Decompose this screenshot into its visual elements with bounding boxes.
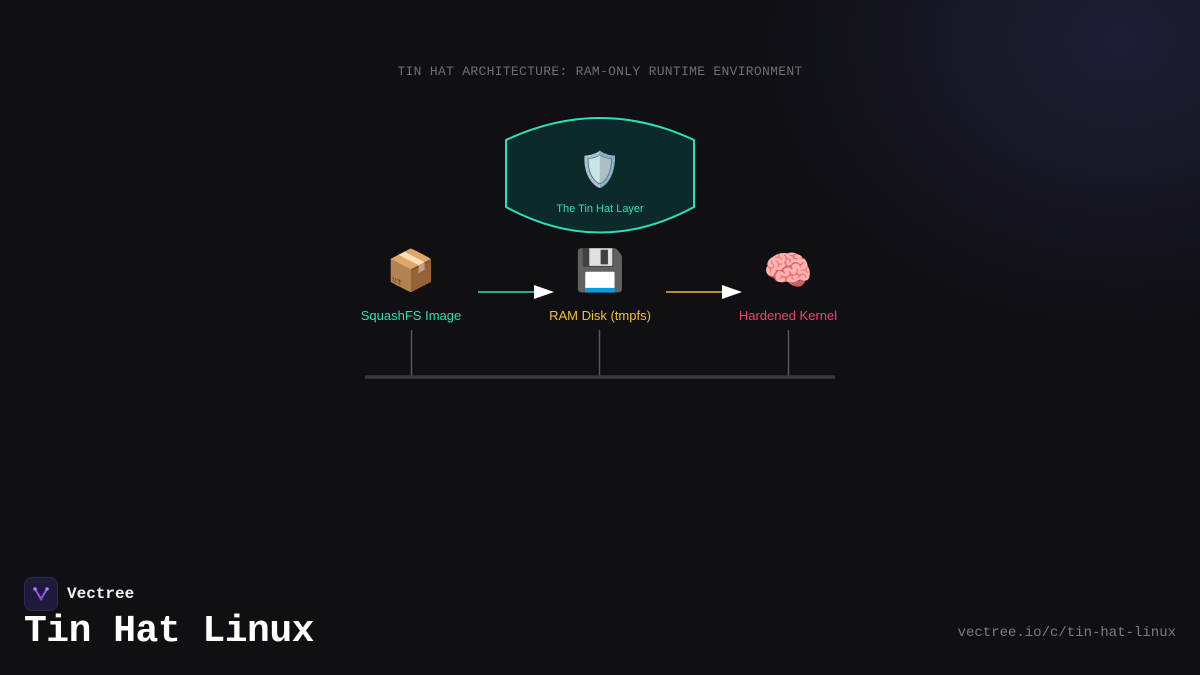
floppy-disk-icon: 💾 — [575, 247, 625, 293]
vectree-logo-icon — [24, 577, 58, 611]
shield-outline — [505, 117, 695, 234]
brand-name: Vectree — [67, 585, 135, 603]
node-hardened-kernel: 🧠 Hardened Kernel — [739, 249, 837, 323]
brain-icon: 🧠 — [763, 249, 813, 293]
node-label-ram-disk: RAM Disk (tmpfs) — [549, 308, 651, 323]
page-title: Tin Hat Linux — [24, 610, 314, 653]
tin-hat-layer-shield: 🛡️ The Tin Hat Layer — [505, 117, 695, 234]
shield-label: The Tin Hat Layer — [556, 203, 644, 215]
node-squashfs-image: 📦 SquashFS Image — [361, 247, 461, 323]
package-icon: 📦 — [386, 247, 436, 293]
node-label-kernel: Hardened Kernel — [739, 308, 837, 323]
node-label-squashfs: SquashFS Image — [361, 308, 461, 323]
connector-bus — [365, 330, 835, 379]
page-url[interactable]: vectree.io/c/tin-hat-linux — [957, 625, 1176, 641]
brand[interactable]: Vectree — [24, 577, 134, 611]
shield-icon: 🛡️ — [579, 150, 621, 189]
node-ram-disk: 💾 RAM Disk (tmpfs) — [549, 247, 651, 323]
diagram-title: TIN HAT ARCHITECTURE: RAM-ONLY RUNTIME E… — [397, 64, 803, 79]
